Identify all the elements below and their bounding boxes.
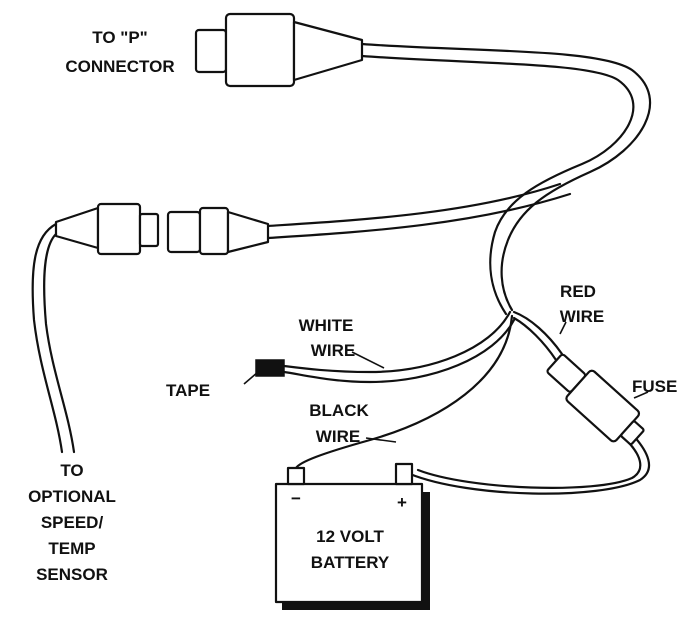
sensor-label-line3: SPEED/	[41, 513, 104, 532]
black-wire-label-line1: BLACK	[309, 401, 369, 420]
red-wire-label-line1: RED	[560, 282, 596, 301]
fuse-holder	[546, 353, 645, 446]
battery-label-line2: BATTERY	[311, 553, 390, 572]
battery-positive-post	[394, 462, 414, 486]
sensor-connector	[54, 202, 270, 256]
branch-wires	[282, 310, 650, 495]
sensor-label-line5: SENSOR	[36, 565, 108, 584]
battery	[274, 462, 430, 610]
battery-negative-post	[286, 466, 306, 486]
sensor-label-line4: TEMP	[48, 539, 95, 558]
white-wire-label-line2: WIRE	[311, 341, 355, 360]
white-wire-label-line1: WHITE	[299, 316, 354, 335]
black-wire-label-line2: WIRE	[316, 427, 360, 446]
black-wire-leader	[365, 437, 397, 443]
white-wire-leader	[351, 351, 385, 369]
sensor-cable	[31, 222, 76, 454]
battery-body	[274, 482, 424, 604]
p-connector	[194, 12, 364, 88]
red-wire-label-line2: WIRE	[560, 307, 604, 326]
tape-piece	[243, 359, 285, 385]
sensor-label-line2: OPTIONAL	[28, 487, 116, 506]
main-cable	[266, 42, 652, 316]
fuse-leader	[633, 391, 649, 399]
p-connector-label-line1: TO "P"	[92, 28, 147, 47]
tape-label: TAPE	[166, 381, 210, 400]
red-wire-leader	[559, 321, 567, 335]
sensor-label-line1: TO	[60, 461, 83, 480]
battery-label-line1: 12 VOLT	[316, 527, 384, 546]
battery-minus-label: −	[291, 489, 301, 508]
battery-plus-label: +	[397, 493, 407, 512]
fuse-label: FUSE	[632, 377, 677, 396]
p-connector-label-line2: CONNECTOR	[65, 57, 174, 76]
